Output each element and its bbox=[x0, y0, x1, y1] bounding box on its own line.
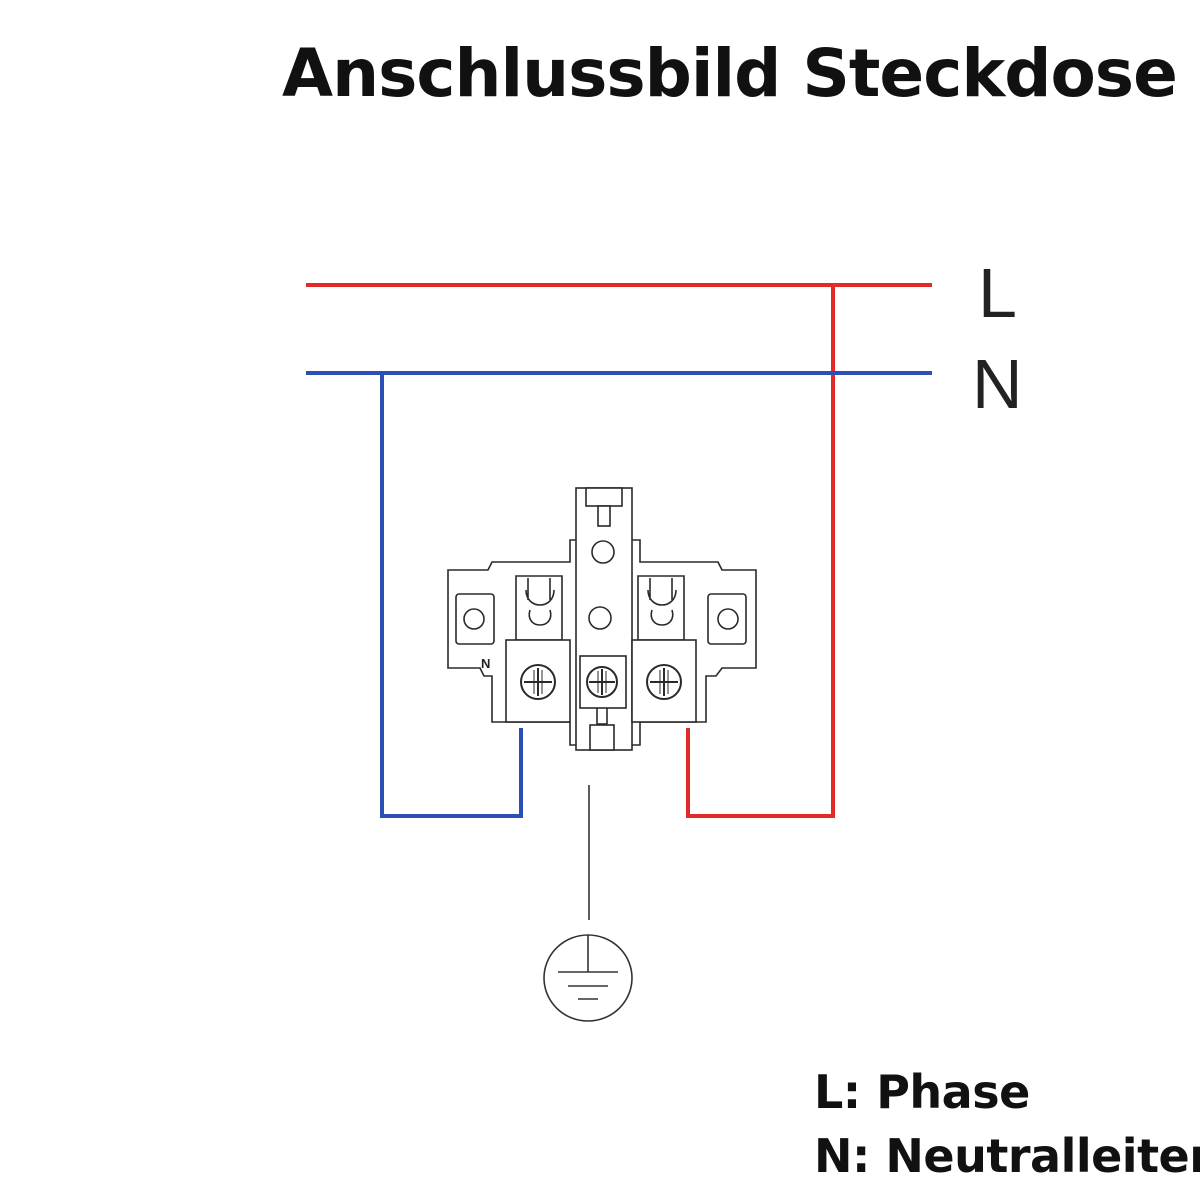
neutral-wire bbox=[306, 371, 932, 818]
legend-phase: L: Phase bbox=[814, 1065, 1030, 1119]
legend: L: Phase N: Neutralleiter bbox=[814, 1060, 1200, 1188]
legend-neutral: N: Neutralleiter bbox=[814, 1129, 1200, 1183]
page-title: Anschlussbild Steckdose bbox=[282, 35, 1178, 112]
socket-insert bbox=[447, 487, 757, 751]
left-spring-contact bbox=[515, 575, 563, 641]
right-mounting-hole bbox=[717, 608, 739, 630]
right-spring-contact bbox=[637, 575, 685, 641]
earth-strip-hole-upper bbox=[591, 540, 615, 564]
left-spring-detail bbox=[525, 578, 555, 626]
phase-line-label: L bbox=[978, 254, 1017, 332]
phase-terminal-screw bbox=[646, 664, 682, 700]
neutral-line-label: N bbox=[972, 345, 1023, 423]
phase-drop-wire bbox=[686, 285, 835, 818]
neutral-terminal-screw bbox=[520, 664, 556, 700]
earth-terminal-screw bbox=[586, 666, 618, 698]
earth-strip-hole-lower bbox=[588, 606, 612, 630]
earth-strip-bottom-clip bbox=[589, 724, 615, 751]
phase-wire bbox=[306, 283, 932, 818]
earth-ground-icon bbox=[543, 934, 633, 1022]
right-spring-detail bbox=[647, 578, 677, 626]
terminal-screws bbox=[520, 664, 682, 700]
left-mounting-hole bbox=[463, 608, 485, 630]
earth-strip-top-notch bbox=[597, 505, 611, 527]
neutral-terminal-label: N bbox=[481, 656, 490, 671]
neutral-drop-wire bbox=[380, 373, 523, 818]
earth-strip-top-clip bbox=[585, 487, 623, 507]
